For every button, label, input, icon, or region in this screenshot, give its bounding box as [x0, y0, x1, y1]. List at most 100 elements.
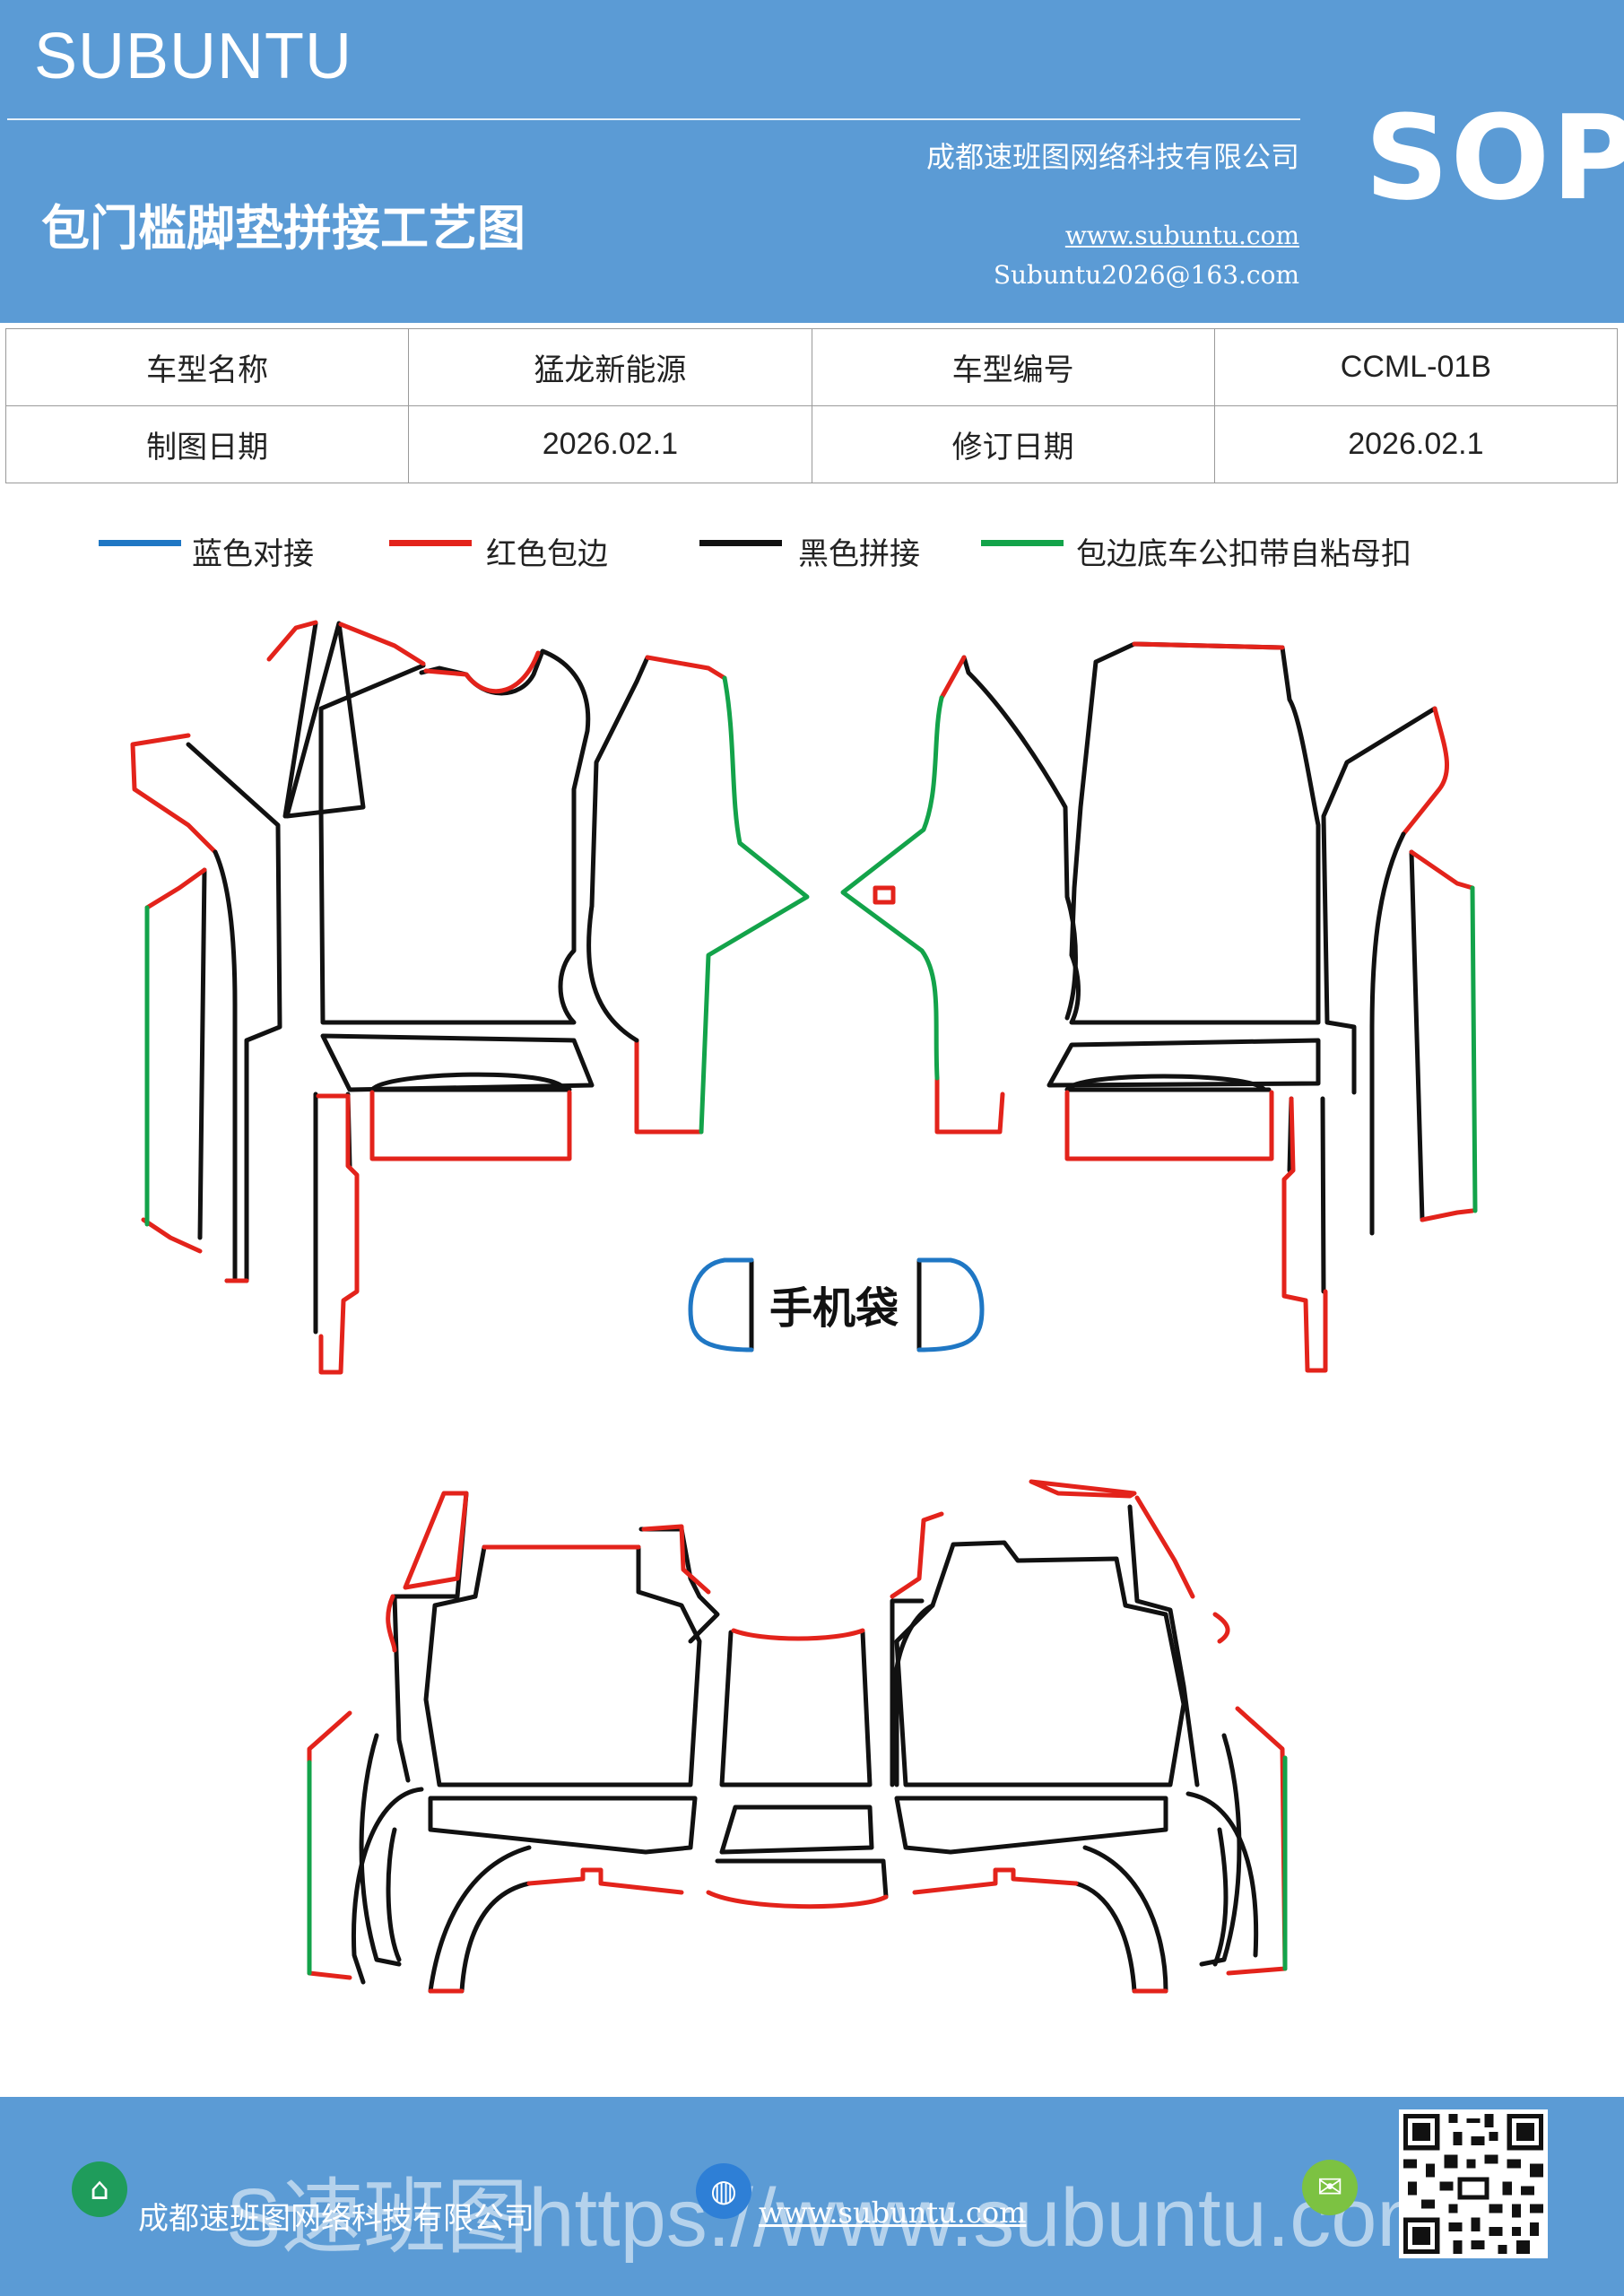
floor-mat-diagram: 手机袋 [130, 620, 1478, 1994]
header-banner: SUBUNTU 包门槛脚垫拼接工艺图 SOP 成都速班图网络科技有限公司 www… [0, 0, 1624, 323]
pillar-piece-edge [266, 620, 318, 662]
rear-right-strip-outline [1199, 1733, 1242, 1967]
rear-left-pillar-outline [638, 1526, 720, 1644]
passenger-footrest-outline [961, 655, 1078, 1021]
passenger-heel-pad-bottom [1064, 1074, 1267, 1092]
rear-right-lower-outline [894, 1796, 1168, 1855]
drawing-date-value: 2026.02.1 [408, 405, 812, 483]
header-company: 成都速班图网络科技有限公司 [925, 140, 1299, 174]
rear-left-pillar-edge [641, 1524, 711, 1595]
drawing-date-label: 制图日期 [4, 405, 410, 483]
front-left-mat-group [130, 620, 810, 1375]
legend-label: 包边底车公扣带自粘母扣 [1076, 536, 1411, 572]
right-sill-outline [1321, 706, 1437, 1095]
pocket-label: 手机袋 [769, 1283, 899, 1334]
left-outer-strip-outline [197, 867, 207, 1240]
rear-right-quarter-edge [912, 1867, 1168, 1994]
pocket-right-blue [916, 1257, 985, 1352]
passenger-vertical-sill-edge [1281, 1096, 1328, 1373]
phone-pocket-group: 手机袋 [688, 1257, 985, 1352]
rear-right-arch-outline [1185, 1791, 1259, 1967]
rear-right-pillar-outline [890, 1598, 935, 1787]
legend-label: 黑色拼接 [798, 536, 920, 572]
table-row: 车型名称 猛龙新能源 车型编号 CCML-01B [4, 328, 1619, 406]
right-outer-strip-outline [1409, 849, 1425, 1222]
vertical-sill-edge [316, 1093, 360, 1375]
right-sill-edge [1401, 706, 1449, 837]
rear-left-quarter-outline [428, 1845, 532, 1994]
rear-rectangle-edge [369, 1090, 572, 1161]
globe-icon: ◍ [696, 2163, 751, 2219]
pillar-piece-top-outline [282, 621, 318, 819]
rear-left-lower-outline [428, 1796, 698, 1855]
front-right-mat-group [840, 641, 1478, 1373]
model-code-label: 车型编号 [811, 328, 1215, 406]
rear-center-strip-edge [706, 1890, 889, 1909]
footrest-edge [634, 655, 727, 1135]
passenger-mat-outline [1069, 641, 1321, 1025]
right-outer-strip-tab [1470, 885, 1478, 1213]
rear-mat-group [307, 1479, 1288, 1994]
legend-swatch-black [699, 540, 782, 546]
rear-center-mat-edge [731, 1628, 865, 1641]
rear-left-wall-edge [386, 1491, 469, 1653]
wechat-icon: ✉ [1302, 2160, 1358, 2215]
right-sill-inner-outline [1369, 831, 1406, 1236]
model-code-value: CCML-01B [1213, 328, 1619, 406]
legend-swatch-green [981, 540, 1064, 546]
rear-left-strip-outline [359, 1733, 402, 1967]
passenger-vertical-sill-outline [1287, 1096, 1326, 1294]
pillar-piece-outline [284, 621, 366, 819]
model-name-value: 猛龙新能源 [408, 328, 812, 406]
footrest-inner-outline [586, 903, 639, 1043]
driver-mat-edge [423, 650, 541, 694]
header-divider [7, 118, 1300, 120]
passenger-footrest-tab [840, 695, 944, 1081]
footer-company: 成都速班图网络科技有限公司 [138, 2201, 534, 2237]
legend-label: 蓝色对接 [192, 536, 314, 572]
passenger-rectangle-edge [1064, 1090, 1274, 1161]
revision-date-label: 修订日期 [811, 405, 1215, 483]
driver-mat-outline [318, 648, 591, 1025]
footrest-outline [589, 655, 650, 909]
model-name-label: 车型名称 [4, 328, 410, 406]
rear-right-quarter-outline [1073, 1845, 1168, 1994]
table-row: 制图日期 2026.02.1 修订日期 2026.02.1 [4, 405, 1619, 483]
footer-banner: ⌂ 成都速班图网络科技有限公司 S速班图https://www.subuntu.… [0, 2097, 1624, 2296]
building-icon: ⌂ [72, 2161, 127, 2217]
rear-center-pad-outline [719, 1805, 874, 1855]
rear-left-quarter-edge [428, 1867, 684, 1994]
left-sill-inner-outline [213, 849, 238, 1281]
rear-right-wall-edge [1029, 1479, 1195, 1599]
footer-watermark-text: S速班图https://www.subuntu.com [226, 2172, 1446, 2264]
left-sill-edge [130, 733, 218, 855]
color-legend: 蓝色对接 红色包边 黑色拼接 包边底车公扣带自粘母扣 [0, 529, 1624, 574]
legend-label: 红色包边 [486, 536, 608, 572]
revision-date-value: 2026.02.1 [1213, 405, 1619, 483]
fastener-marker [873, 885, 896, 905]
rear-left-arch-outline [351, 1787, 424, 1985]
passenger-mat-edge [1132, 641, 1285, 650]
heel-pad-bottom-outline [369, 1072, 568, 1092]
legend-swatch-red [389, 540, 472, 546]
footer-website-link[interactable]: www.subuntu.com [759, 2196, 1027, 2230]
heel-pad-outline [320, 1033, 595, 1092]
vehicle-info-table: 车型名称 猛龙新能源 车型编号 CCML-01B 制图日期 2026.02.1 … [4, 328, 1619, 483]
footrest-tab [699, 675, 810, 1135]
pillar-strip-edge [338, 622, 426, 666]
rear-right-mat-outline [894, 1540, 1186, 1787]
header-website-link[interactable]: www.subuntu.com [1064, 221, 1299, 250]
rear-center-mat-outline [719, 1630, 873, 1787]
rear-center-strip-outline [715, 1858, 889, 1900]
rear-right-pillar-edge [890, 1511, 944, 1599]
document-title: 包门槛脚垫拼接工艺图 [41, 200, 525, 257]
rear-left-mat-outline [423, 1544, 702, 1787]
passenger-heel-pad-outline [1046, 1038, 1321, 1088]
rear-left-arch-edge [307, 1710, 352, 1980]
vertical-sill-outline [313, 1091, 352, 1335]
right-outer-strip-edge [1409, 849, 1475, 1222]
pocket-left-blue [688, 1257, 754, 1352]
sop-badge: SOP [1365, 90, 1624, 226]
rear-right-wall-outline [1127, 1504, 1200, 1787]
brand-name: SUBUNTU [34, 21, 353, 92]
